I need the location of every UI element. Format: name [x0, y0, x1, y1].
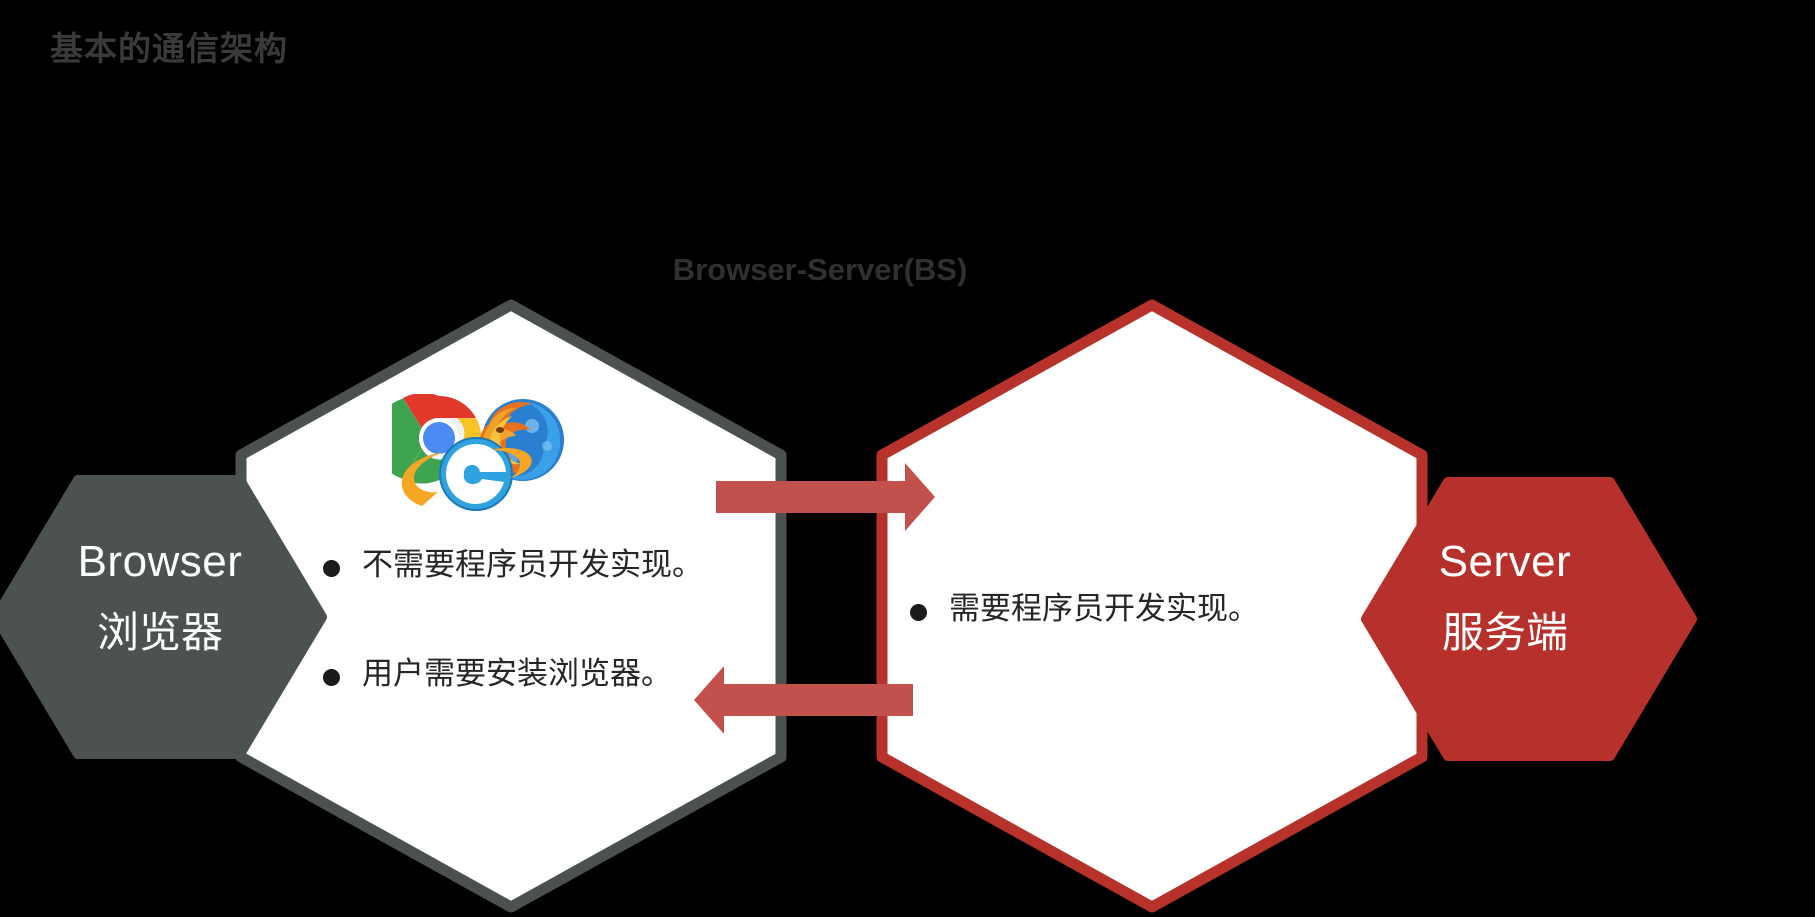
bullet-dot-icon — [323, 669, 340, 687]
server-node-hexagon — [1361, 477, 1697, 761]
browser-logos-group — [392, 394, 577, 511]
page-title: 基本的通信架构 — [50, 30, 288, 67]
list-item-text: 用户需要安装浏览器。 — [362, 656, 672, 692]
diagram-title: Browser-Server(BS) — [672, 252, 968, 287]
response-arrow — [694, 666, 913, 734]
request-arrow — [716, 463, 935, 531]
client-panel-bullets: 不需要程序员开发实现。 用户需要安装浏览器。 — [323, 547, 703, 692]
list-item-text: 不需要程序员开发实现。 — [362, 547, 703, 582]
list-item: 不需要程序员开发实现。 — [323, 547, 703, 582]
server-panel-hexagon — [876, 299, 1428, 913]
list-item-text: 需要程序员开发实现。 — [949, 591, 1259, 626]
bullet-dot-icon — [323, 560, 340, 577]
internet-explorer-icon — [401, 437, 532, 511]
server-panel-bullets: 需要程序员开发实现。 — [910, 591, 1259, 626]
list-item: 用户需要安装浏览器。 — [323, 656, 703, 692]
client-panel-hexagon — [235, 299, 787, 913]
bullet-dot-icon — [910, 604, 927, 621]
client-node-hexagon — [0, 475, 327, 759]
list-item: 需要程序员开发实现。 — [910, 591, 1259, 626]
